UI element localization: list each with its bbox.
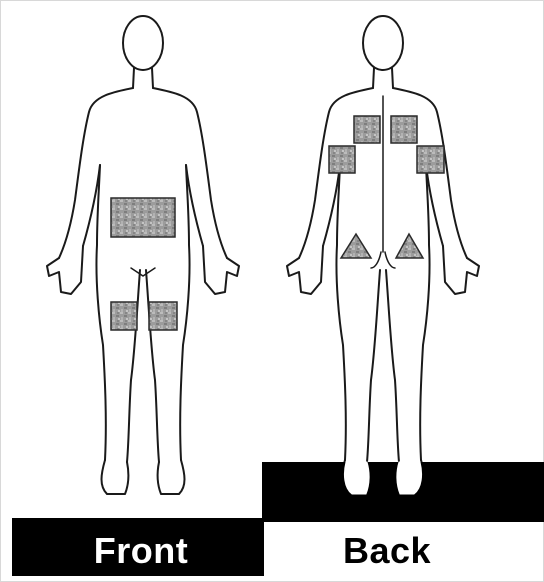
left-thigh-patch: [111, 302, 137, 330]
lower-abdomen-patch: [111, 198, 175, 237]
back-label: Back: [343, 530, 432, 571]
upper-back-right-patch: [391, 116, 417, 143]
front-body-outline: [47, 16, 239, 494]
left-buttock-triangle: [341, 234, 371, 258]
right-buttock-triangle: [396, 234, 423, 258]
upper-back-left-patch: [354, 116, 380, 143]
right-upper-arm-patch: [417, 146, 444, 173]
right-thigh-patch: [149, 302, 177, 330]
front-label: Front: [94, 530, 188, 571]
left-upper-arm-patch: [329, 146, 355, 173]
back-body-outline: [287, 16, 479, 494]
